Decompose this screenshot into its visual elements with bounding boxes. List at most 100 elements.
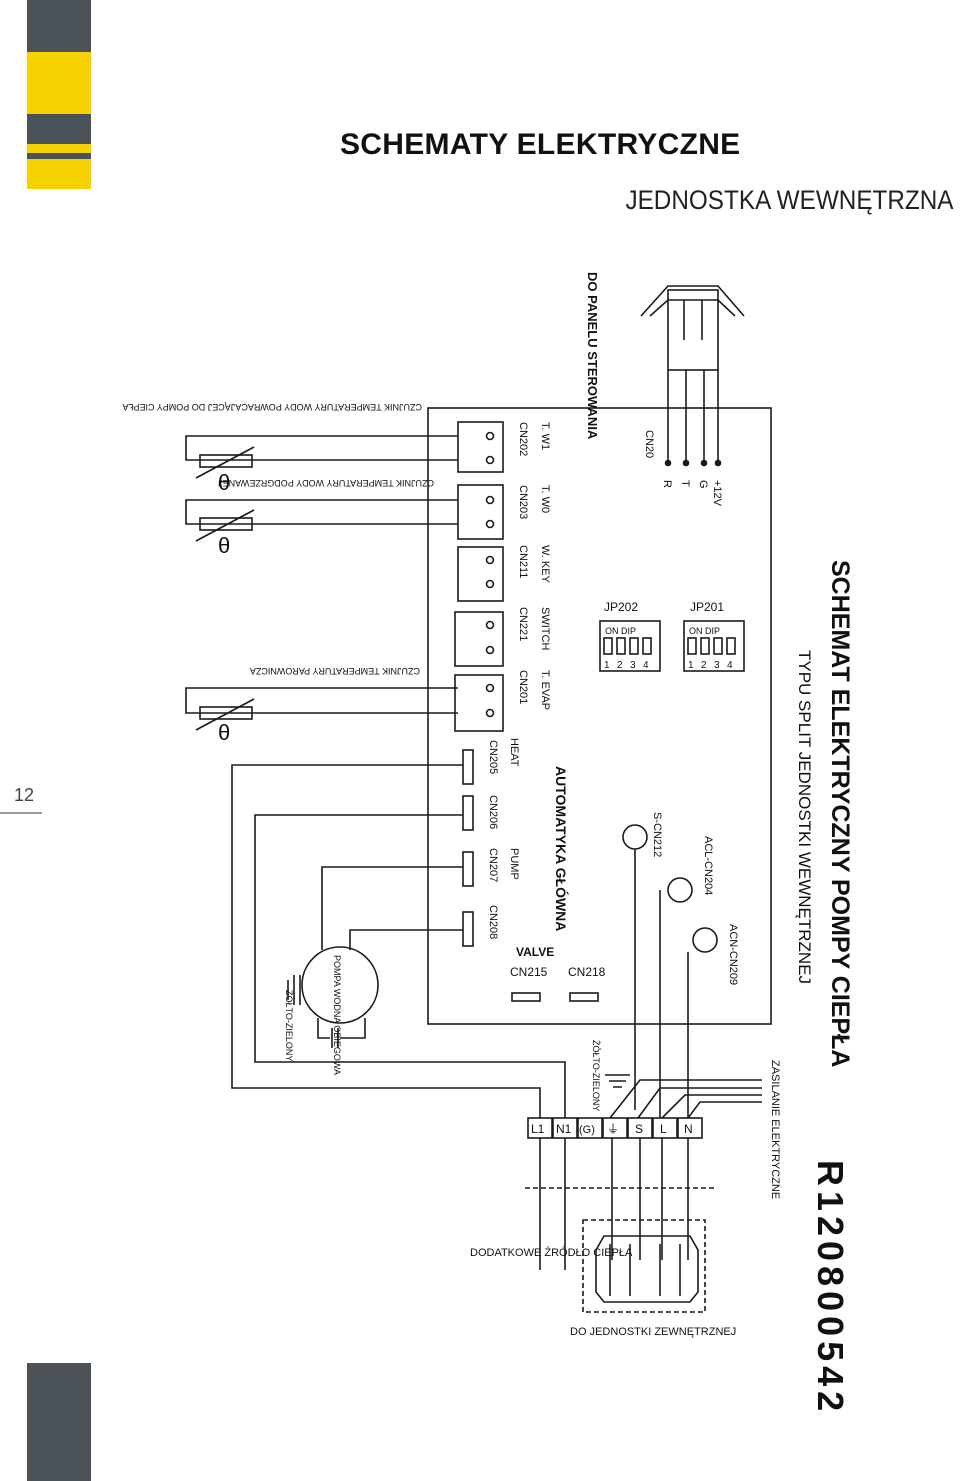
ground-tag: ŻÓŁTO-ZIELONY — [591, 1040, 601, 1111]
dip2-num-2: 2 — [701, 660, 707, 671]
connector-cn-3: CN211 — [517, 545, 529, 578]
dip1-num-4: 4 — [643, 660, 649, 671]
sensor-resistor-1 — [199, 454, 253, 468]
connector-name-4: SWITCH — [539, 607, 551, 650]
circle-label-1: S-CN212 — [651, 812, 663, 857]
sensor-label-1: CZUJNIK TEMPERATURY WODY POWRACAJĄCEJ DO… — [122, 402, 422, 412]
outdoor-unit-label: DO JEDNOSTKI ZEWNĘTRZNEJ — [570, 1326, 736, 1338]
bottom-side-tab-gray — [27, 1363, 91, 1481]
cn20-pin-1: +12V — [711, 480, 723, 507]
terminal-g — [577, 1117, 603, 1139]
cn20-label: CN20 — [643, 430, 655, 458]
relay-cn207 — [462, 851, 474, 887]
top-side-tab-gray — [27, 0, 91, 52]
top-side-tab-gray-3 — [27, 153, 91, 159]
terminal-earth — [602, 1117, 628, 1139]
cn20-pin-2: G — [697, 480, 709, 489]
page-number-rule — [0, 812, 42, 814]
output-label-pump: PUMP — [508, 848, 520, 880]
dip1-num-3: 3 — [630, 660, 636, 671]
terminal-label-5: S — [635, 1122, 643, 1136]
top-side-tab-yellow — [27, 52, 91, 114]
dip-name-1: JP202 — [604, 600, 638, 614]
terminal-l — [652, 1117, 678, 1139]
valve-cn218 — [569, 992, 599, 1002]
connector-cn221 — [454, 611, 504, 667]
main-board-label: AUTOMATYKA GŁÓWNA — [553, 766, 570, 931]
connector-name-5: T. EVAP — [539, 670, 551, 710]
circle-acl-cn204 — [667, 877, 693, 903]
outdoor-connector — [595, 1235, 699, 1303]
connector-cn-1: CN202 — [517, 422, 529, 456]
plug-body — [667, 289, 719, 371]
power-label: ZASILANIE ELEKTRYCZNE — [769, 1060, 781, 1199]
sensor-label-3: CZUJNIK TEMPERATURY PAROWNICZA — [250, 666, 420, 676]
valve-label: VALVE — [516, 945, 554, 959]
terminal-label-6: L — [660, 1122, 667, 1136]
main-board — [427, 407, 772, 1025]
terminal-label-2: N1 — [556, 1122, 572, 1136]
diagram-subheading: TYPU SPLIT JEDNOSTKI WEWNĘTRZNEJ — [795, 650, 814, 984]
valve-cn-1: CN215 — [510, 965, 548, 979]
dip2-num-1: 1 — [688, 660, 694, 671]
sensor-symbol-3: θ — [218, 720, 230, 745]
sensor-symbol-1: θ — [218, 470, 230, 495]
sensor-symbol-2: θ — [218, 533, 230, 558]
output-label-heat: HEAT — [508, 738, 520, 767]
dip-name-2: JP201 — [690, 600, 724, 614]
top-side-tab-gray-2 — [27, 114, 91, 144]
output-cn-4: CN208 — [487, 905, 499, 939]
terminal-label-7: N — [684, 1122, 693, 1136]
diagram-code: R120800542 — [810, 1160, 851, 1416]
control-panel-plug — [640, 285, 745, 317]
dip-on-1: ON DIP — [605, 626, 636, 636]
output-cn-2: CN206 — [487, 795, 499, 829]
sensor-resistor-3 — [199, 706, 253, 720]
outdoor-unit-box — [582, 1219, 706, 1313]
circle-s-cn212 — [622, 824, 648, 850]
valve-cn215 — [511, 992, 541, 1002]
dip1-num-2: 2 — [617, 660, 623, 671]
terminal-label-1: L1 — [531, 1122, 545, 1136]
dip-switch-jp201 — [683, 620, 745, 672]
diagram-heading: SCHEMAT ELEKTRYCZNY POMPY CIEPŁA — [826, 560, 854, 1067]
output-cn-1: CN205 — [487, 740, 499, 774]
connector-cn211 — [457, 546, 504, 602]
sensor-label-2: CZUJNIK TEMPERATURY WODY PODGRZEWANEJ — [218, 478, 434, 488]
connector-cn201 — [454, 674, 504, 732]
control-panel-label: DO PANELU STEROWANIA — [585, 272, 600, 440]
pump-label: POMPA WODNA OBIEGOWA — [332, 955, 342, 1075]
relay-cn205 — [462, 749, 474, 785]
connector-cn-2: CN203 — [517, 485, 529, 519]
relay-cn206 — [462, 795, 474, 831]
cn20-pin-3: T — [679, 480, 691, 487]
extra-heat-source-label: DODATKOWE ŹRÓDŁO CIEPŁA — [470, 1246, 633, 1259]
connector-cn-4: CN221 — [517, 607, 529, 641]
page-subtitle: JEDNOSTKA WEWNĘTRZNA — [625, 185, 954, 215]
terminal-n — [677, 1117, 703, 1139]
valve-cn-2: CN218 — [568, 965, 606, 979]
relay-cn208 — [462, 911, 474, 947]
top-side-tab-stripe-2 — [27, 159, 91, 189]
circle-acn-cn209 — [692, 927, 718, 953]
connector-cn203 — [457, 484, 504, 540]
connector-cn202 — [457, 421, 504, 473]
connector-name-3: W. KEY — [539, 545, 551, 584]
page-title: SCHEMATY ELEKTRYCZNE — [340, 128, 741, 161]
connector-name-2: T. W0 — [539, 485, 551, 513]
pump-motor — [301, 946, 379, 1024]
connector-cn-5: CN201 — [517, 670, 529, 704]
page-number: 12 — [14, 785, 35, 805]
dip-switch-jp202 — [599, 620, 661, 672]
sensor-resistor-2 — [199, 517, 253, 531]
dip2-num-4: 4 — [727, 660, 733, 671]
terminal-label-4: ⏚ — [607, 1122, 619, 1136]
dip2-num-3: 3 — [714, 660, 720, 671]
circle-label-2: ACL-CN204 — [702, 836, 714, 895]
top-side-tab-stripe — [27, 144, 91, 153]
pump-tag: ŻÓŁTO-ZIELONY — [284, 990, 294, 1061]
connector-name-1: T. W1 — [539, 422, 551, 450]
dip-on-2: ON DIP — [689, 626, 720, 636]
circle-label-3: ACN-CN209 — [727, 924, 739, 985]
